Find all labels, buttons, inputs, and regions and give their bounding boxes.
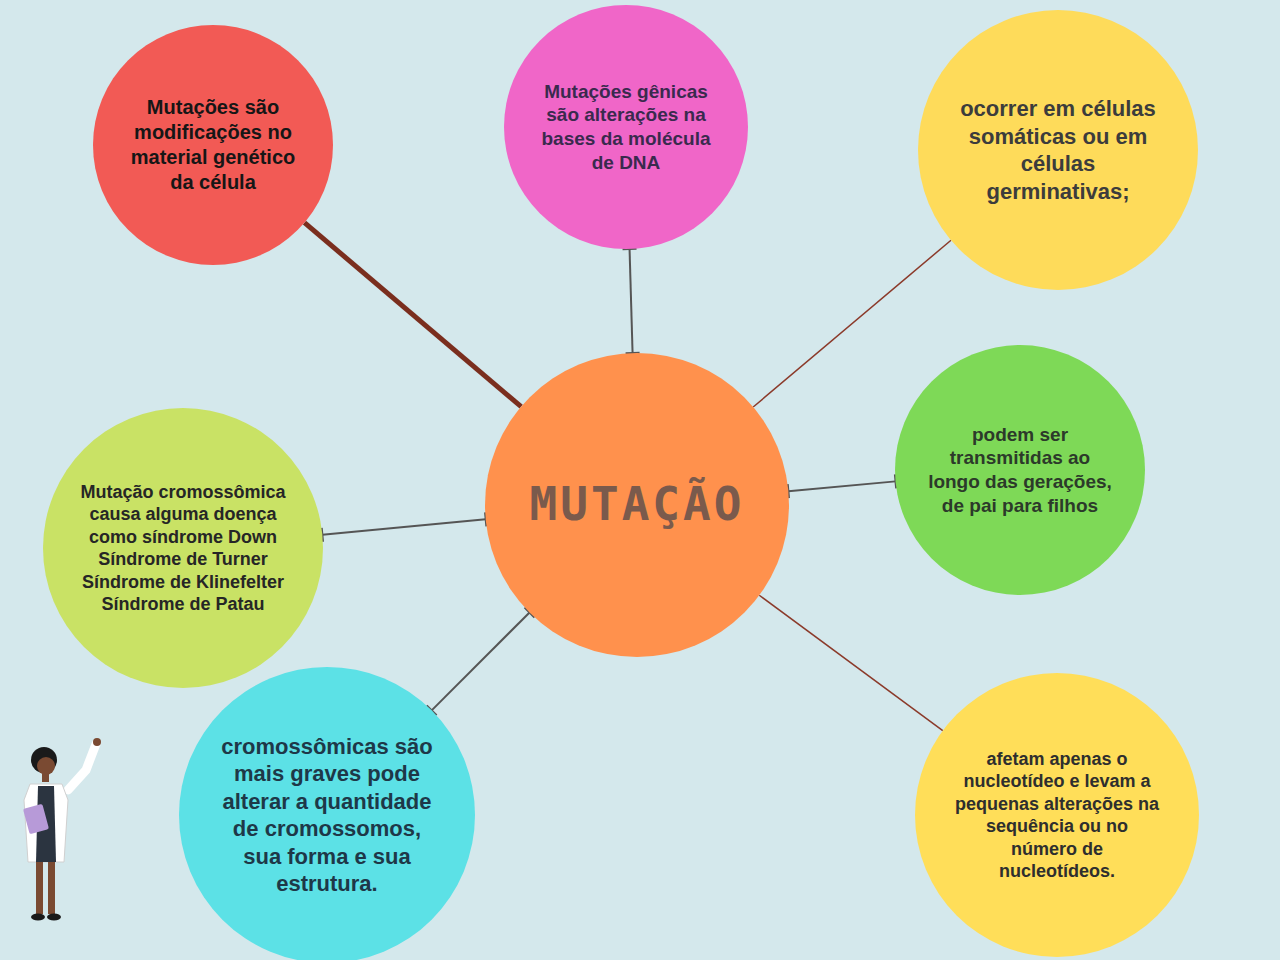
circle-text: Mutações gênicas são alterações na bases…: [535, 80, 718, 175]
connector-line: [322, 519, 485, 534]
point-mutation-circle: afetam apenas o nucleotídeo e levam a pe…: [915, 673, 1199, 957]
topic-title: MUTAÇÃO: [530, 476, 745, 534]
connector-line: [788, 481, 895, 491]
circle-text: Mutação cromossômica causa alguma doença…: [78, 481, 288, 616]
chromosomal-circle: cromossômicas são mais graves pode alter…: [179, 667, 475, 960]
connector-line: [432, 612, 530, 710]
circle-text: ocorrer em células somáticas ou em célul…: [953, 95, 1163, 205]
syndrome-circle: Mutação cromossômica causa alguma doença…: [43, 408, 323, 688]
circle-text: podem ser transmitidas ao longo das gera…: [926, 423, 1114, 518]
circle-text: afetam apenas o nucleotídeo e levam a pe…: [951, 748, 1164, 883]
definition-circle: Mutações são modificações no material ge…: [93, 25, 333, 265]
circle-text: cromossômicas são mais graves pode alter…: [216, 733, 438, 898]
connector-line: [630, 249, 633, 353]
connector-line: [759, 595, 942, 730]
circle-text: Mutações são modificações no material ge…: [123, 95, 303, 195]
scientist-figure: [23, 738, 101, 921]
connector-line: [304, 223, 521, 407]
gene-mutation-circle: Mutações gênicas são alterações na bases…: [504, 5, 748, 249]
central-topic-circle: MUTAÇÃO: [485, 353, 789, 657]
connector-line: [753, 240, 951, 407]
cell-type-circle: ocorrer em células somáticas ou em célul…: [918, 10, 1198, 290]
inheritance-circle: podem ser transmitidas ao longo das gera…: [895, 345, 1145, 595]
